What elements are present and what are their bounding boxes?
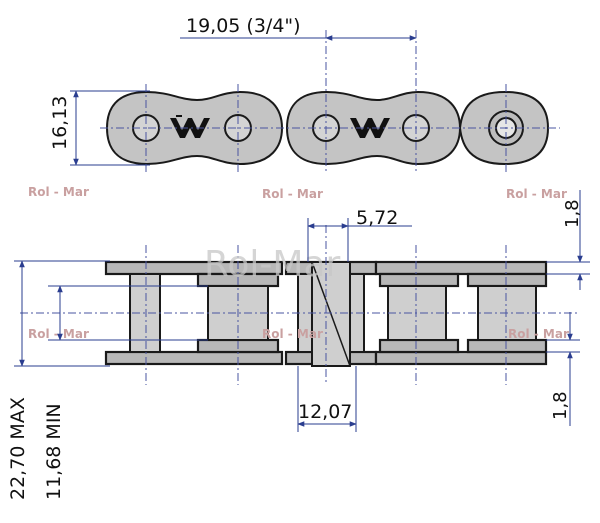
plate-height-dimension: 16,13 — [49, 90, 150, 166]
watermark-large: Rol-Mar — [204, 244, 341, 285]
pin-length-label: 22,70 MAX — [7, 397, 29, 500]
chain-side-view — [100, 30, 560, 172]
chain-top-view — [20, 225, 580, 385]
inner-width-dimension: 5,72 — [307, 207, 412, 262]
plate-thickness-top-dimension: 1,8 — [546, 190, 590, 290]
pin-length-dimension: 22,70 MAX — [7, 260, 110, 500]
pitch-label: 19,05 (3/4") — [186, 15, 301, 37]
plate-thickness-bottom-label: 1,8 — [550, 391, 571, 420]
plate-thickness-top-label: 1,8 — [562, 199, 583, 228]
manufacturer-logo — [170, 115, 210, 138]
watermark: Rol - Mar — [262, 327, 323, 341]
roller-diameter-label: 12,07 — [298, 401, 352, 423]
watermark: Rol - Mar — [28, 185, 89, 199]
watermark: Rol - Mar — [508, 327, 569, 341]
pitch-dimension: 19,05 (3/4") — [180, 15, 417, 41]
inner-min-dimension: 11,68 MIN — [43, 285, 208, 500]
watermark: Rol - Mar — [28, 327, 89, 341]
plate-height-label: 16,13 — [49, 96, 71, 150]
manufacturer-logo — [350, 118, 390, 138]
inner-min-label: 11,68 MIN — [43, 403, 65, 500]
plate-thickness-bottom-dimension: 1,8 — [546, 312, 580, 426]
roller-diameter-dimension: 12,07 — [297, 366, 357, 432]
watermark: Rol - Mar — [506, 187, 567, 201]
inner-width-label: 5,72 — [356, 207, 398, 229]
watermark: Rol - Mar — [262, 187, 323, 201]
